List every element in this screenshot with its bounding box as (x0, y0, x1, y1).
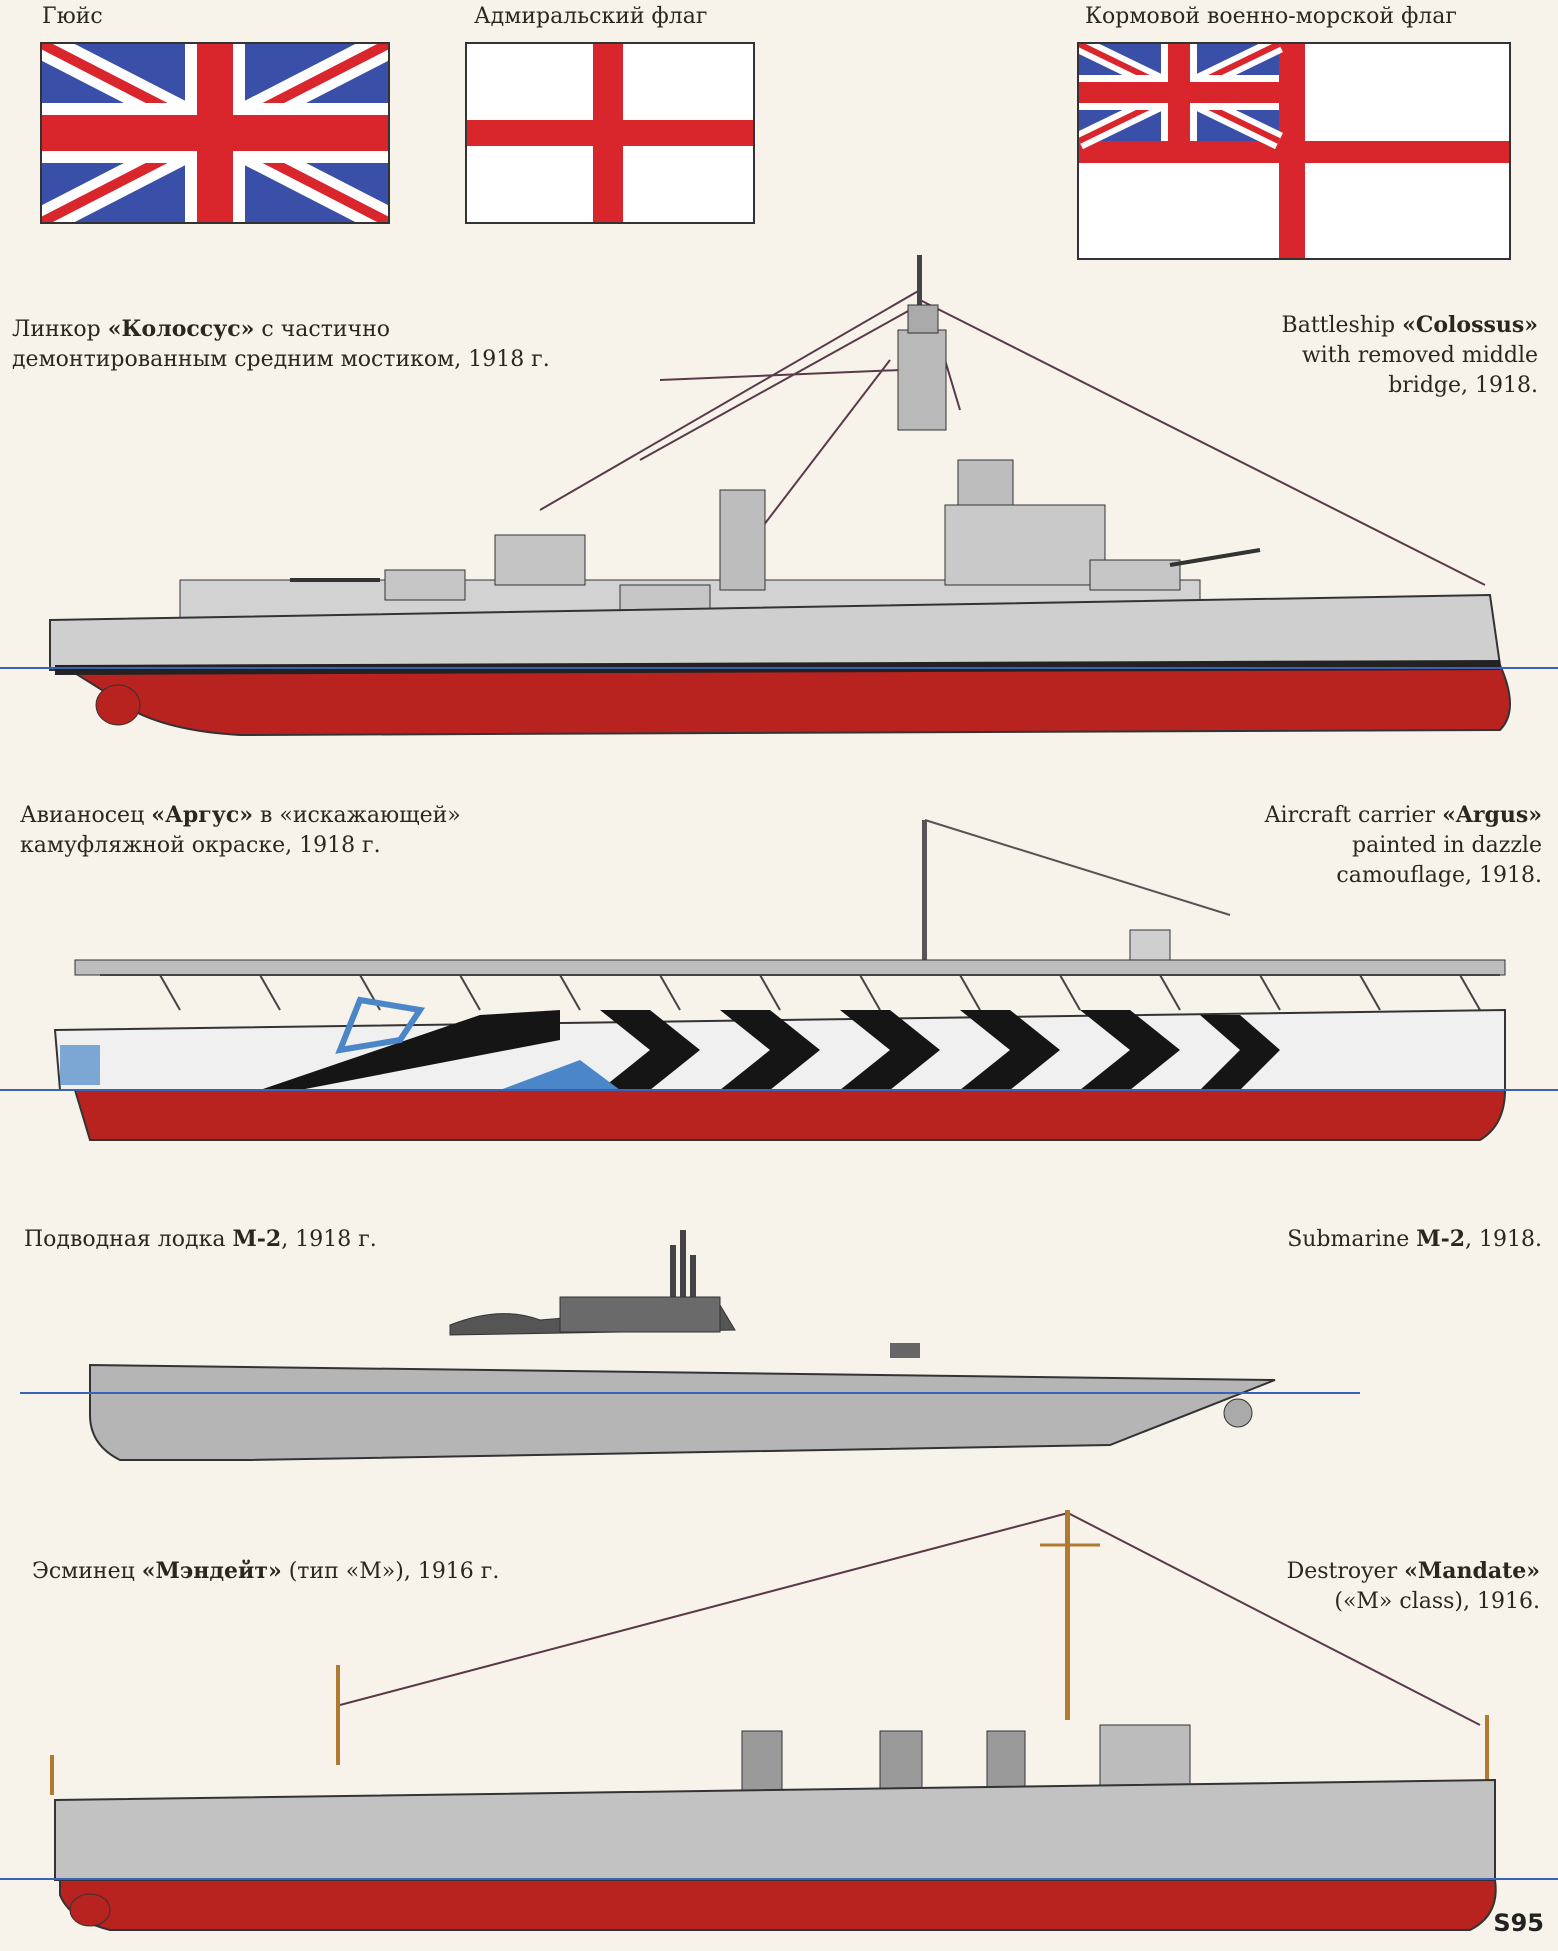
argus-caption-ru: Авианосец «Аргус» в «искажающей» камуфля… (20, 802, 461, 858)
st-george-cross-flag (465, 42, 755, 224)
flag-caption-admiral: Адмиральский флаг (474, 4, 708, 29)
colossus-caption-en: Battleship «Colossus» with removed middl… (1281, 312, 1538, 398)
mandate-caption-ru: Эсминец «Мэндейт» (тип «М»), 1916 г. (32, 1558, 500, 1584)
m2-caption-en: Submarine M-2, 1918. (1287, 1226, 1542, 1252)
battleship-colossus-illustration (0, 250, 1558, 740)
flag-caption-ensign: Кормовой военно-морской флаг (1085, 4, 1457, 29)
destroyer-mandate-illustration (0, 1505, 1558, 1945)
page-number: S95 (1493, 1909, 1544, 1937)
mandate-caption-en: Destroyer «Mandate» («M» class), 1916. (1286, 1558, 1540, 1614)
flag-caption-jack: Гюйс (42, 4, 103, 29)
m2-caption-ru: Подводная лодка М-2, 1918 г. (24, 1226, 377, 1252)
aircraft-carrier-argus-illustration (0, 810, 1558, 1150)
submarine-m2-illustration (0, 1225, 1558, 1470)
white-ensign-flag (1077, 42, 1511, 260)
union-jack-flag (40, 42, 390, 224)
argus-caption-en: Aircraft carrier «Argus» painted in dazz… (1264, 802, 1542, 888)
colossus-caption-ru: Линкор «Колоссус» с частично демонтирова… (12, 316, 550, 372)
